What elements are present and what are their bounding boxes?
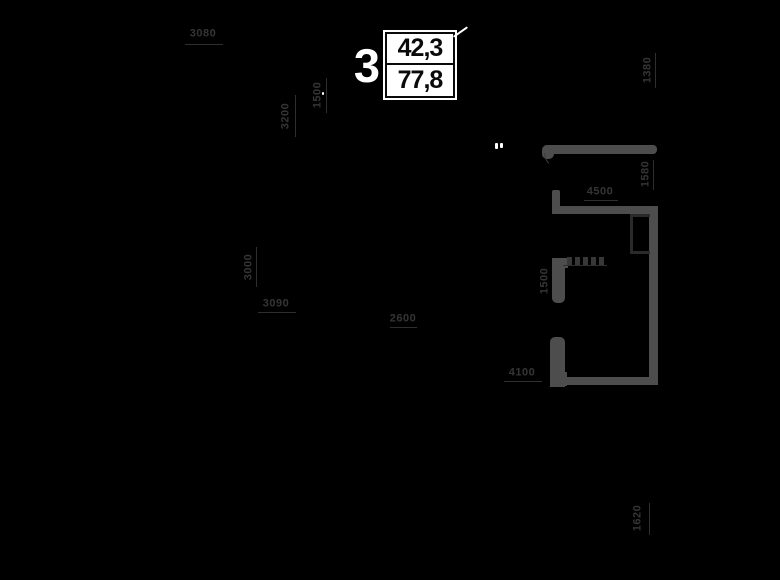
dimension-label: 3080 — [189, 27, 217, 40]
dimension-label: 3200 — [279, 102, 292, 130]
dimension-line — [256, 247, 257, 287]
dimension-line — [185, 44, 223, 45]
dimension-line — [655, 53, 656, 88]
wall-segment — [552, 258, 565, 303]
window-hatch — [567, 257, 572, 265]
dimension-line — [649, 503, 650, 535]
dimension-line — [258, 312, 296, 313]
white-marker-dot — [322, 92, 324, 95]
window-hatch-line — [563, 265, 607, 266]
window-hatch — [583, 257, 588, 265]
window-hatch — [599, 257, 604, 265]
dimension-line — [584, 200, 618, 201]
dimension-line — [504, 381, 542, 382]
dimension-line — [390, 327, 417, 328]
room-count: 3 — [353, 39, 381, 92]
dimension-label: 2600 — [389, 312, 417, 325]
dimension-label: 4100 — [508, 366, 536, 379]
dimension-label: 3000 — [242, 253, 255, 281]
dimension-label: 1500 — [311, 81, 324, 109]
wall-segment — [560, 377, 658, 385]
dimension-label: 1620 — [631, 504, 644, 532]
dimension-label: 1500 — [538, 267, 551, 295]
wall-segment — [630, 214, 650, 217]
dimension-label: 1380 — [641, 56, 654, 84]
total-area-value: 77,8 — [397, 66, 444, 94]
dimension-label: 3090 — [262, 297, 290, 310]
wall-segment — [543, 145, 657, 154]
dimension-label: 4500 — [586, 185, 614, 198]
dimension-line — [295, 95, 296, 137]
wall-segment — [552, 190, 560, 213]
white-marker-dot — [495, 143, 498, 149]
window-hatch — [575, 257, 580, 265]
wall-segment — [630, 214, 633, 254]
area-table: 42,3 77,8 — [383, 30, 457, 100]
dimension-line — [326, 78, 327, 113]
window-hatch — [591, 257, 596, 265]
area-table-frame: 42,3 77,8 — [385, 32, 455, 98]
wall-segment — [630, 251, 650, 254]
wall-segment — [552, 206, 658, 214]
dimension-line — [653, 160, 654, 190]
living-area-value: 42,3 — [387, 34, 453, 65]
wall-segment — [649, 213, 658, 385]
white-marker-dot — [500, 143, 503, 148]
door-swing-arc — [544, 153, 559, 168]
dimension-label: 1580 — [639, 160, 652, 188]
